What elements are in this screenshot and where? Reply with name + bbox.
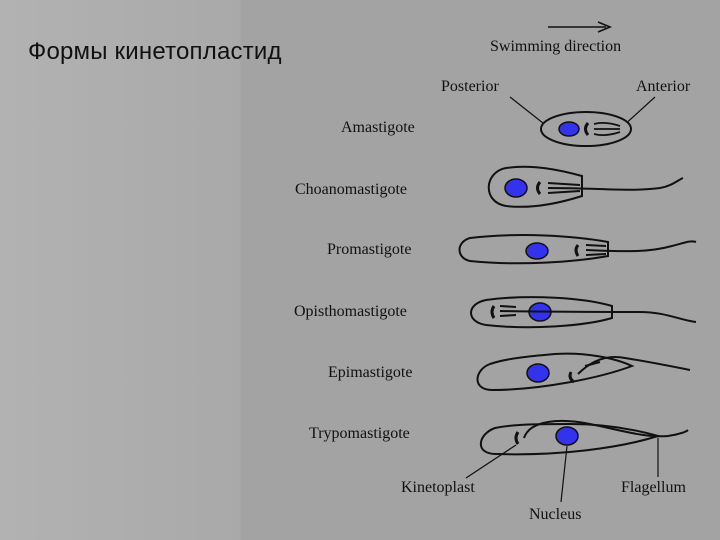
promastigote-cell <box>458 234 697 265</box>
kinetoplast-label: Kinetoplast <box>401 479 475 496</box>
form-label-choanomastigote: Choanomastigote <box>295 181 407 198</box>
kinetoplast <box>490 305 496 319</box>
nucleus <box>558 121 580 137</box>
form-label-opisthomastigote: Opisthomastigote <box>294 303 407 320</box>
trypomastigote-cell <box>479 419 689 456</box>
anterior-label: Anterior <box>636 78 691 95</box>
flagellum <box>523 419 689 439</box>
amastigote-cell <box>540 111 632 147</box>
slide-title: Формы кинетопластид <box>28 38 282 65</box>
form-label-amastigote: Amastigote <box>341 119 415 136</box>
flagellum-pocket <box>593 121 621 137</box>
opisthomastigote-cell <box>470 296 697 329</box>
nucleus <box>525 242 549 260</box>
nucleus <box>504 178 528 198</box>
flagellum-label: Flagellum <box>621 479 686 496</box>
nucleus-label: Nucleus <box>529 506 581 523</box>
kinetoplast-pointer-line <box>465 444 517 479</box>
nucleus-pointer-line <box>560 445 568 503</box>
flagellum <box>499 305 697 323</box>
swimming-direction-arrow <box>548 21 613 33</box>
swimming-direction-label: Swimming direction <box>490 38 621 55</box>
kinetoplast <box>568 371 575 384</box>
form-label-trypomastigote: Trypomastigote <box>309 425 410 442</box>
posterior-pointer-line <box>509 96 549 128</box>
kinetoplast <box>536 181 542 195</box>
flagellum <box>585 240 697 256</box>
kinetoplast <box>574 244 580 257</box>
form-label-epimastigote: Epimastigote <box>328 364 412 381</box>
kinetoplast <box>514 431 520 445</box>
kinetoplast <box>584 122 590 136</box>
choanomastigote-cell <box>487 165 684 208</box>
epimastigote-cell <box>476 352 691 392</box>
nucleus <box>555 426 579 446</box>
form-label-promastigote: Promastigote <box>327 241 411 258</box>
posterior-label: Posterior <box>441 78 499 95</box>
nucleus <box>526 363 550 383</box>
flagellum <box>547 177 684 194</box>
